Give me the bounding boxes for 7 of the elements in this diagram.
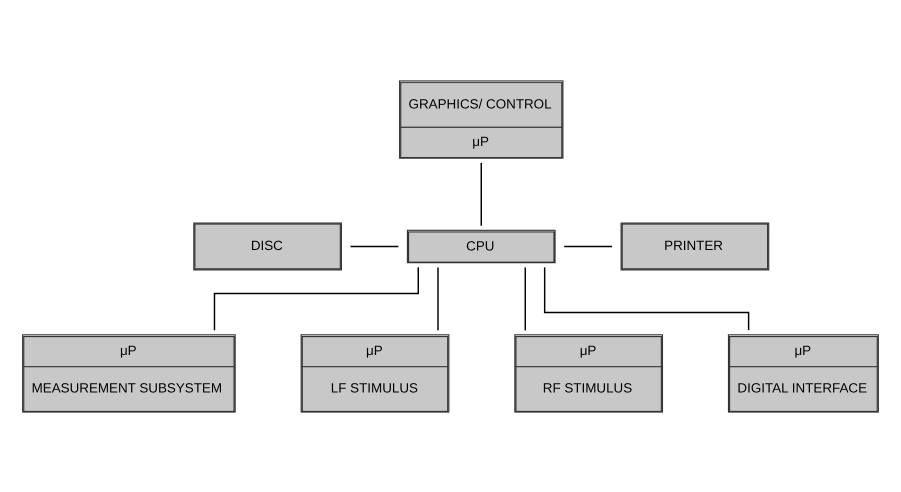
connector — [350, 245, 398, 247]
connector — [214, 266, 419, 330]
connector — [524, 266, 526, 330]
connector — [564, 245, 612, 247]
connector — [437, 266, 439, 330]
connector — [544, 266, 750, 330]
connector — [480, 162, 482, 226]
